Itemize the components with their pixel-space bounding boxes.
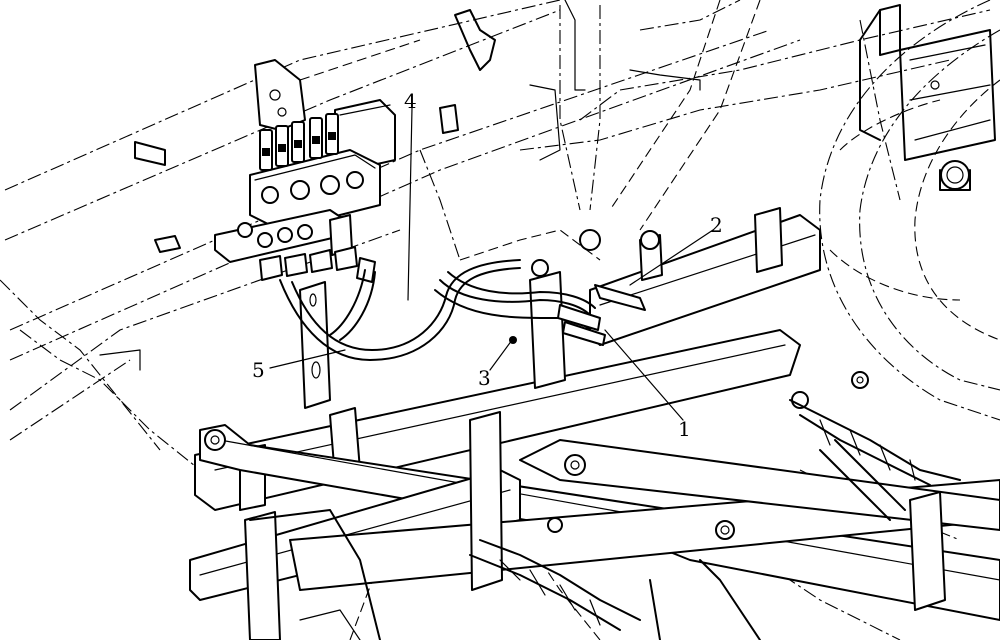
upper-frame-brackets: [99, 0, 701, 371]
leader-3: [489, 339, 513, 371]
callout-4: 4: [404, 89, 417, 113]
callout-3: 3: [478, 366, 491, 390]
chassis-frame: [189, 207, 1000, 640]
leader-5: [269, 349, 346, 369]
leader-1: [604, 329, 684, 421]
mounting-plate: [299, 281, 331, 409]
hydraulic-hoses: [279, 229, 660, 361]
tire-hub-assembly: [859, 4, 996, 191]
leader-lines: [269, 107, 714, 421]
leader-2: [629, 229, 714, 286]
callout-labels: 1 2 3 4 5: [252, 89, 723, 441]
valve-block-assembly: [214, 59, 396, 283]
callout-1: 1: [678, 417, 691, 441]
leader-4: [407, 107, 413, 301]
callout-5: 5: [252, 358, 265, 382]
marker-3: [509, 336, 517, 344]
callout-2: 2: [710, 213, 723, 237]
valve-fittings: [259, 113, 364, 204]
